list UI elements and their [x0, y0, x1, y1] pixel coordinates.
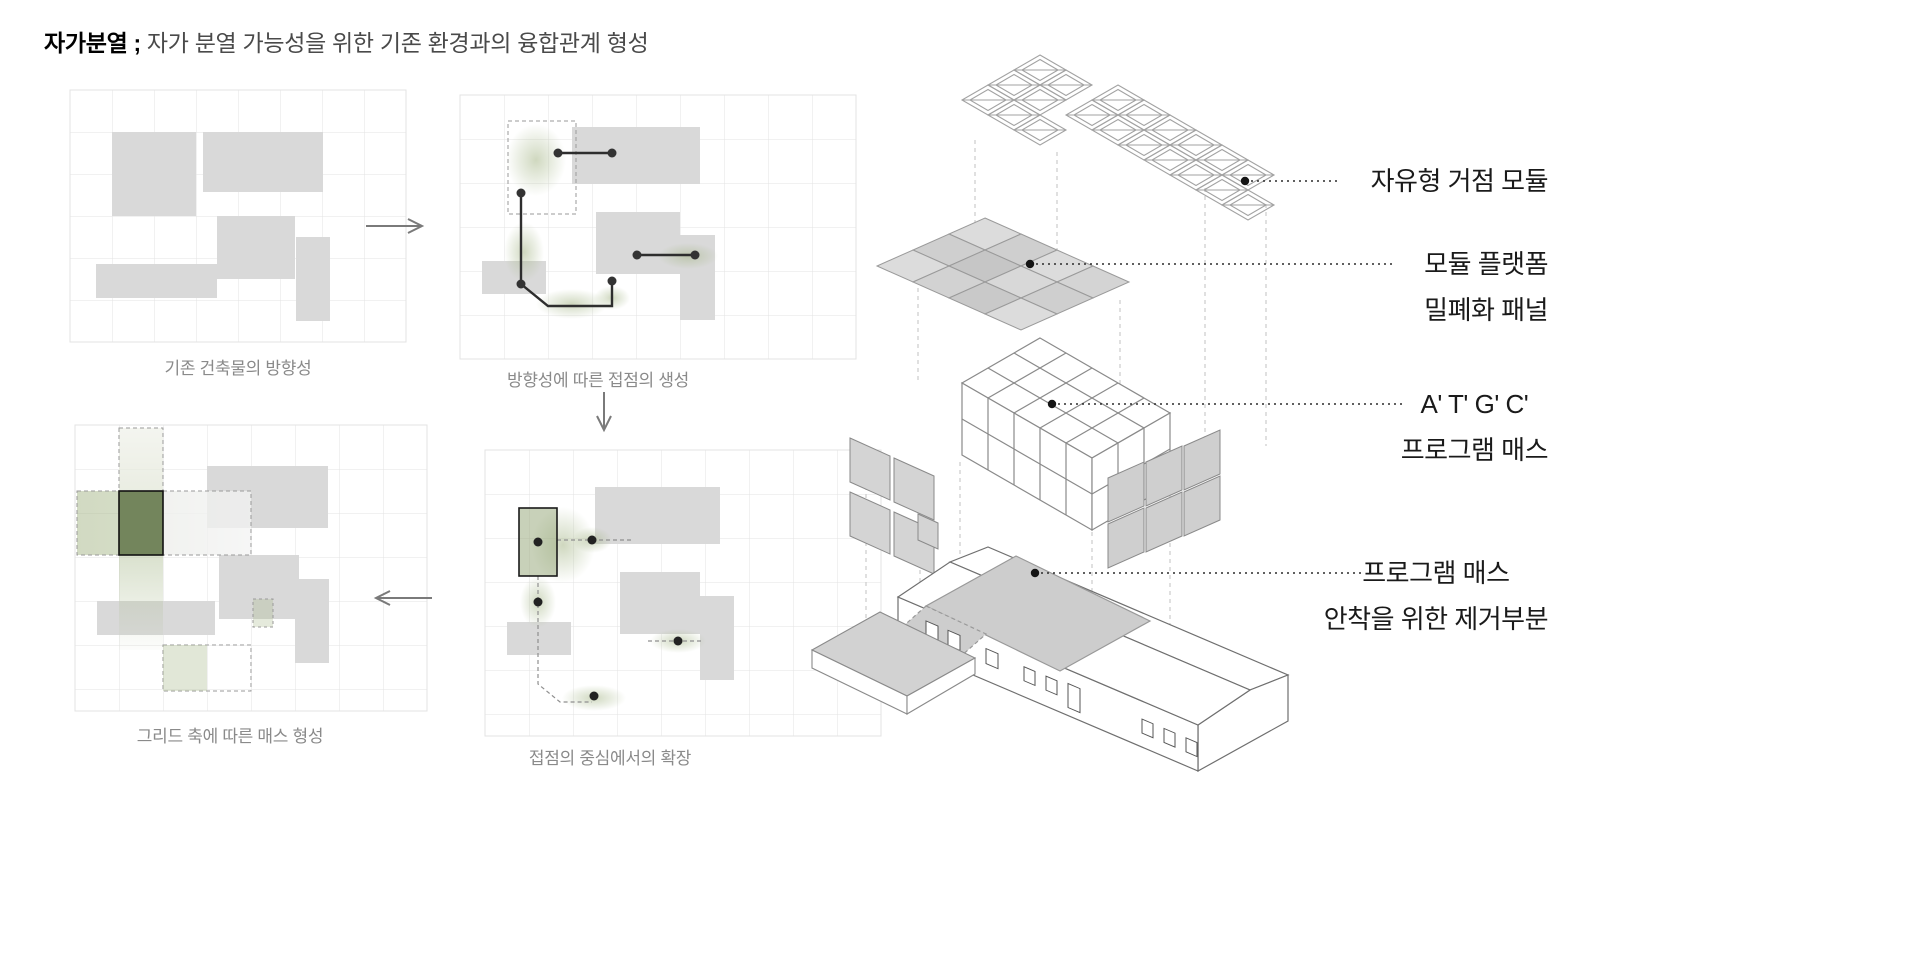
building-blocks-4: [507, 487, 734, 680]
right-panel-group: [1107, 429, 1221, 569]
title-emphasis: 자가분열 ;: [44, 30, 141, 56]
leader-dots: [1025, 176, 1250, 578]
selected-mass-cell: [118, 490, 164, 556]
label-removal-line1: 프로그램 매스: [1362, 558, 1510, 588]
existing-building: [870, 546, 1290, 773]
building-door: [1067, 682, 1081, 714]
label-program-mass-line2: 프로그램 매스: [1400, 435, 1549, 465]
label-free-module: 자유형 거점 모듈: [1370, 158, 1549, 204]
building-windows: [925, 620, 1198, 758]
arrow-down-icon: [596, 392, 612, 433]
caption-step2: 방향성에 따른 접점의 생성: [506, 371, 689, 390]
caption-step1: 기존 건축물의 방향성: [164, 359, 312, 378]
label-free-module-line1: 자유형 거점 모듈: [1370, 166, 1549, 196]
label-program-mass-line1: A' T' G' C': [1420, 389, 1529, 419]
label-platform-line1: 모듈 플랫폼: [1424, 249, 1548, 279]
caption-step3: 접점의 중심에서의 확장: [528, 749, 692, 768]
left-panel-group: [849, 437, 939, 575]
caption-step4: 그리드 축에 따른 매스 형성: [136, 727, 324, 746]
expansion-dots: [533, 535, 683, 701]
grid-diagram-3: [74, 424, 428, 712]
title-description: 자가 분열 가능성을 위한 기존 환경과의 융합관계 형성: [146, 30, 649, 56]
grid-diagram-1: [69, 89, 407, 343]
label-platform: 모듈 플랫폼 밀폐화 패널: [1424, 241, 1548, 333]
arrow-left-icon: [373, 590, 432, 606]
arrow-right-icon: [366, 218, 425, 234]
wing-building: [810, 611, 977, 715]
label-platform-line2: 밀폐화 패널: [1424, 295, 1548, 325]
leader-lines: [1030, 180, 1402, 574]
page-title: 자가분열 ;자가 분열 가능성을 위한 기존 환경과의 융합관계 형성: [44, 24, 649, 58]
contact-dots: [516, 148, 700, 289]
dashed-cell-outline: [507, 120, 577, 215]
roof-removal-area: [924, 555, 1152, 672]
building-blocks-1: [96, 132, 330, 321]
grid-diagram-2: [459, 94, 857, 360]
label-removal: 프로그램 매스 안착을 위한 제거부분: [1323, 550, 1549, 642]
label-removal-line2: 안착을 위한 제거부분: [1323, 604, 1549, 634]
seed-mass-cell: [518, 507, 558, 577]
connection-lines: [519, 151, 695, 308]
dashed-cells-3: [76, 427, 274, 692]
platform-panels: [876, 217, 1130, 331]
label-program-mass: A' T' G' C' 프로그램 매스: [1400, 381, 1549, 473]
grid-diagram-4: [484, 449, 882, 737]
free-module-cluster: [961, 54, 1275, 221]
